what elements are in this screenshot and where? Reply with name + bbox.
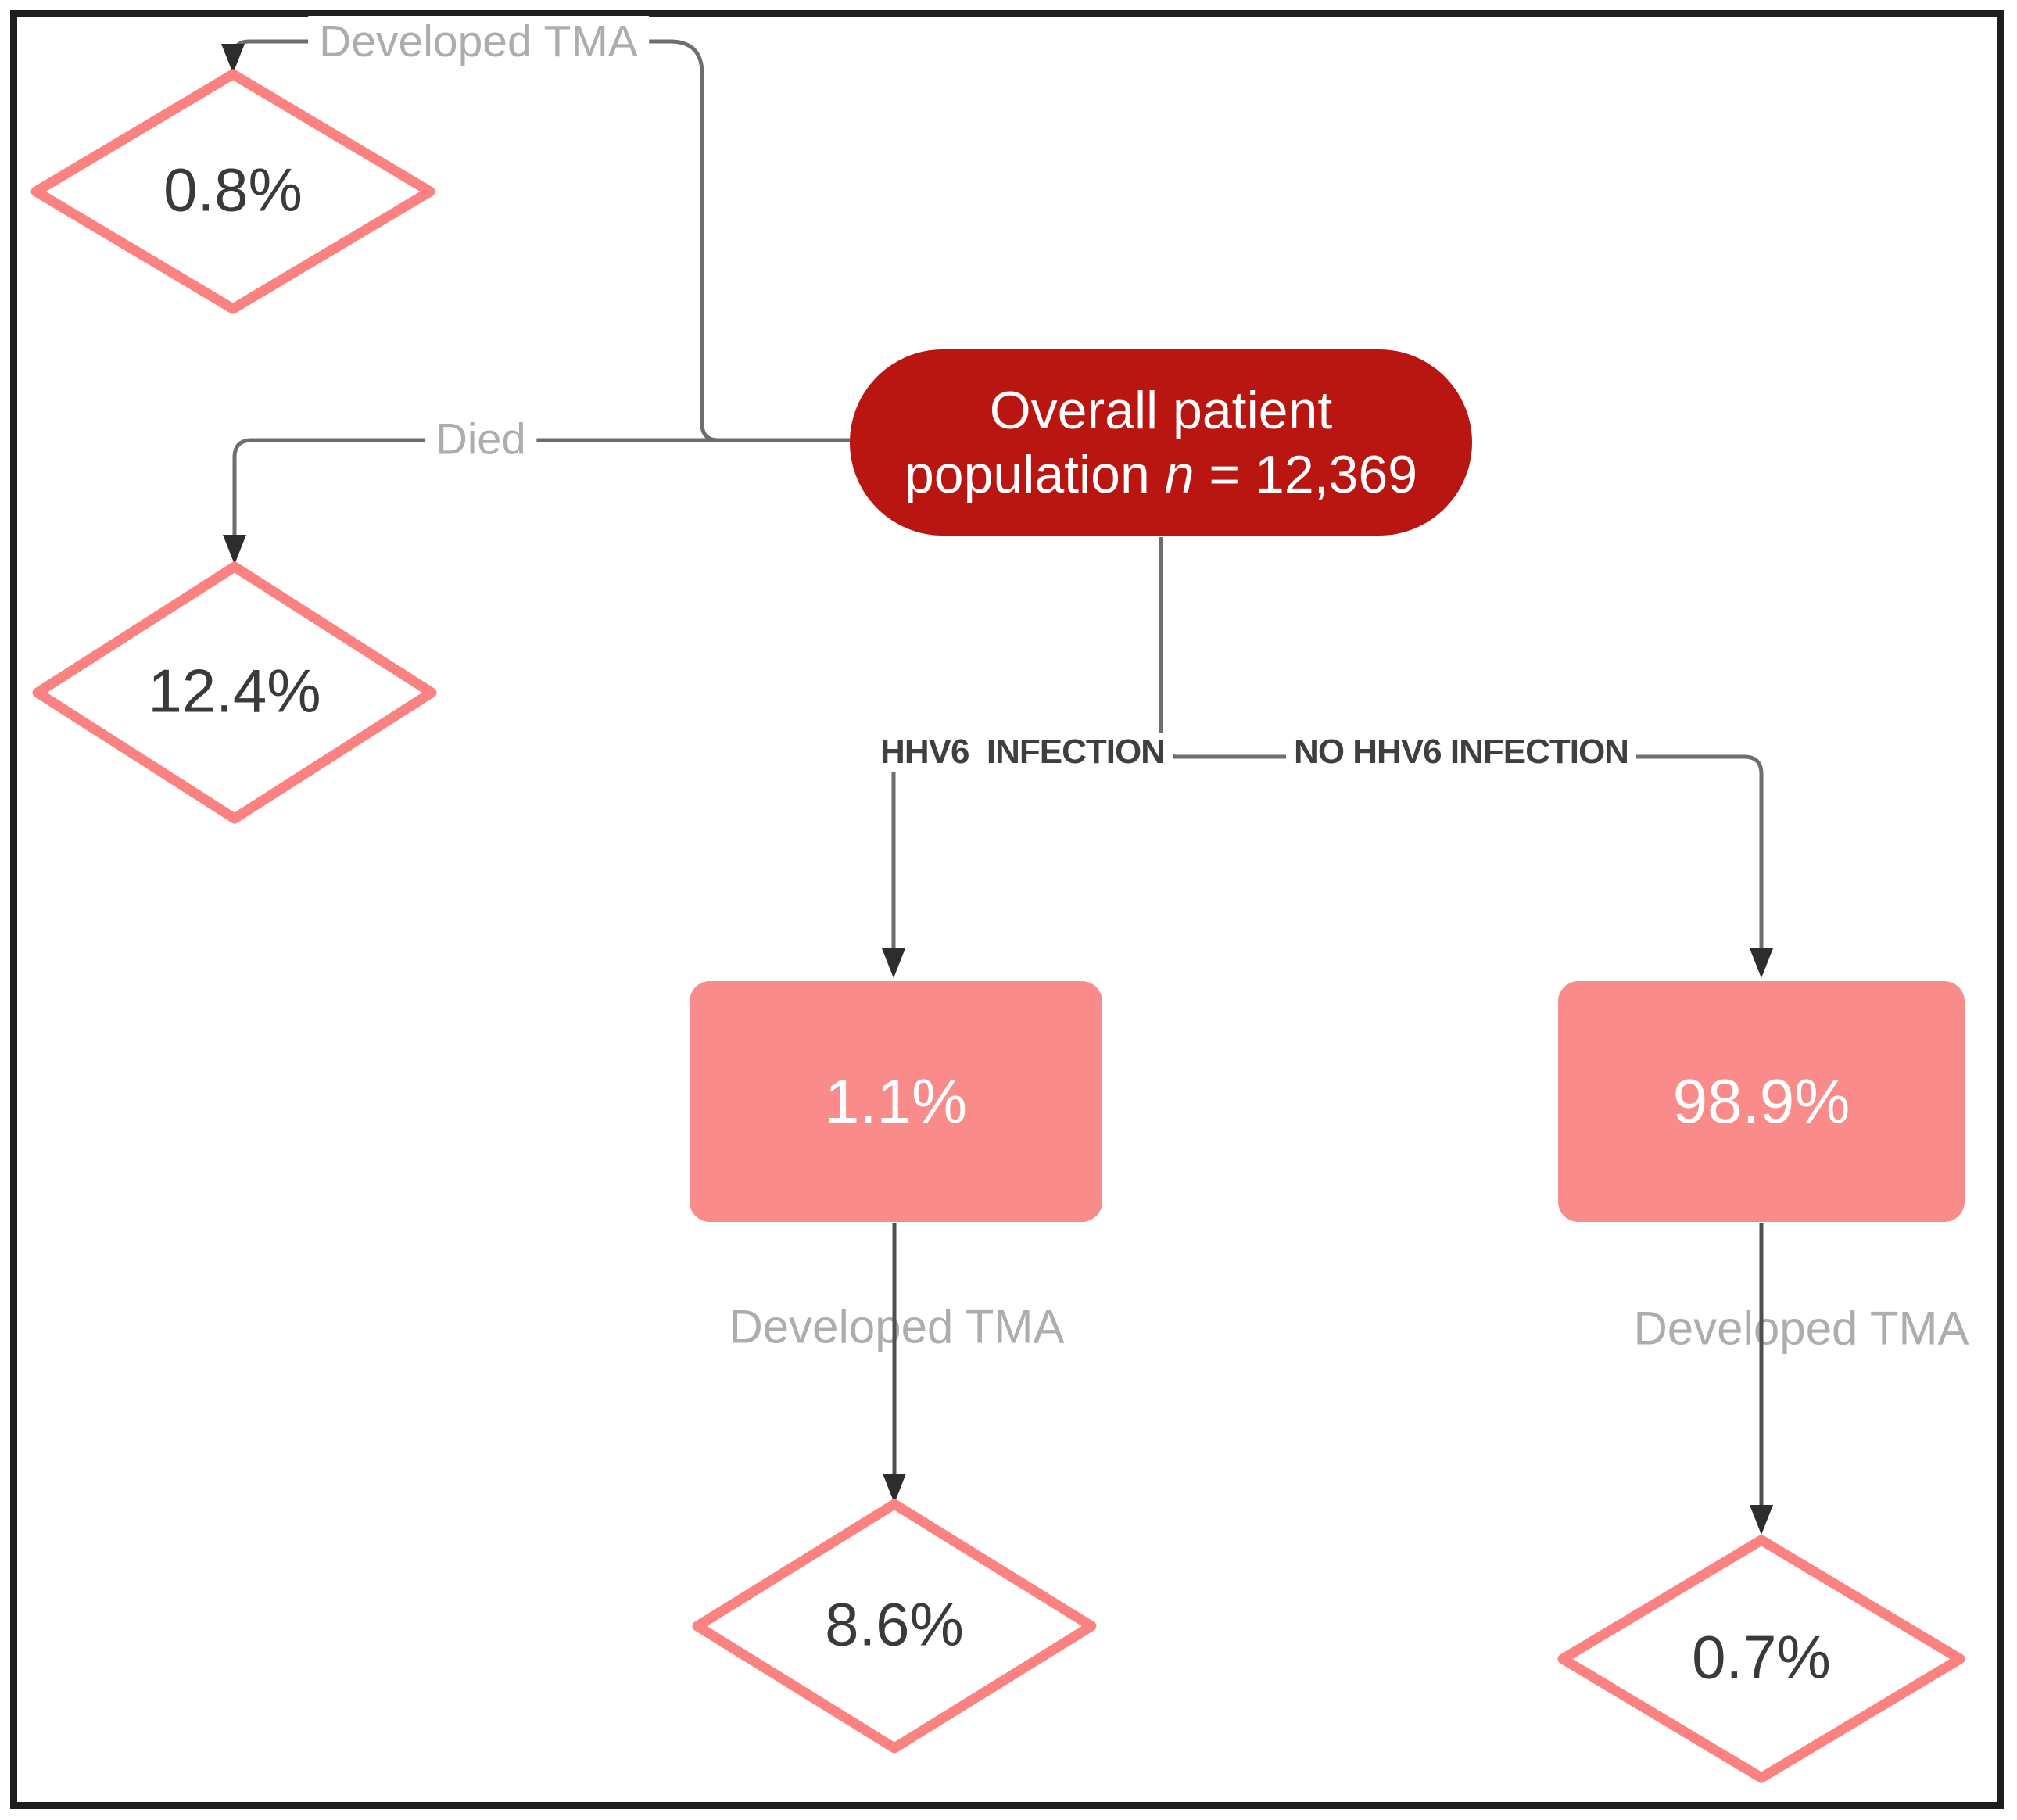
no-hhv6-infection-box: 98.9%	[1558, 981, 1965, 1222]
root-population-line1: Overall patient	[989, 381, 1333, 440]
italic-n: n	[1164, 445, 1195, 504]
edge-label-developed-tma-top: Developed TMA	[308, 16, 649, 67]
tma-overall-value: 0.8%	[163, 155, 303, 224]
root-population-line2: population n = 12,369	[904, 445, 1418, 504]
branch-label-no-hhv6-infection: NO HHV6 INFECTION	[1286, 733, 1636, 772]
branch-label-hhv6-infection: HHV6 INFECTION	[872, 733, 1173, 772]
edge-label-developed-tma-hhv6: Developed TMA	[729, 1300, 1065, 1353]
tma-no-hhv6-value: 0.7%	[1692, 1622, 1831, 1692]
hhv6-infection-value: 1.1%	[824, 1066, 968, 1136]
figure-border	[10, 10, 2004, 1809]
edge-label-died: Died	[425, 413, 537, 464]
died-overall-value: 12.4%	[148, 656, 321, 725]
edge-label-developed-tma-no-hhv6: Developed TMA	[1633, 1302, 1969, 1355]
tma-hhv6-value: 8.6%	[825, 1589, 964, 1659]
root-population-node: Overall patient population n = 12,369	[850, 349, 1472, 536]
no-hhv6-infection-value: 98.9%	[1672, 1066, 1850, 1136]
hhv6-infection-box: 1.1%	[690, 981, 1102, 1222]
